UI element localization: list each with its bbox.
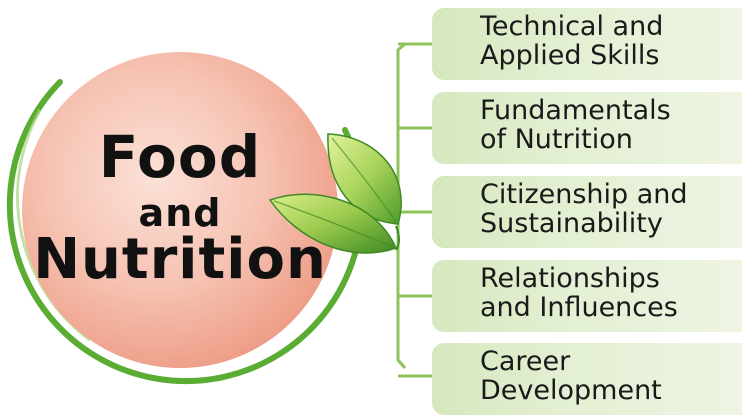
branch-label-technical: Technical and Applied Skills [480, 11, 664, 71]
center-title-food: Food [98, 123, 262, 191]
branch-label-career: Career Development [480, 346, 662, 406]
branch-label-relationships: Relationships and Influences [480, 263, 678, 323]
branch-box-technical: Technical and Applied Skills [432, 8, 742, 80]
branch-label-fundamentals: Fundamentals of Nutrition [480, 95, 671, 155]
branch-box-relationships: Relationships and Influences [432, 260, 742, 332]
branch-label-citizenship: Citizenship and Sustainability [480, 179, 688, 239]
branch-box-fundamentals: Fundamentals of Nutrition [432, 92, 742, 164]
leaf-lower-vein [273, 200, 395, 248]
leaf-decoration [268, 133, 402, 254]
leaf-upper-vein [331, 137, 397, 223]
connector-lines [396, 42, 432, 378]
center-title-nutrition: Nutrition [33, 227, 327, 292]
center-circle [22, 52, 338, 368]
leaf-stem [395, 225, 400, 251]
leaf-lower [268, 193, 398, 254]
center-title-and: and [138, 191, 222, 235]
branch-box-citizenship: Citizenship and Sustainability [432, 176, 742, 248]
branch-box-career: Career Development [432, 343, 742, 415]
